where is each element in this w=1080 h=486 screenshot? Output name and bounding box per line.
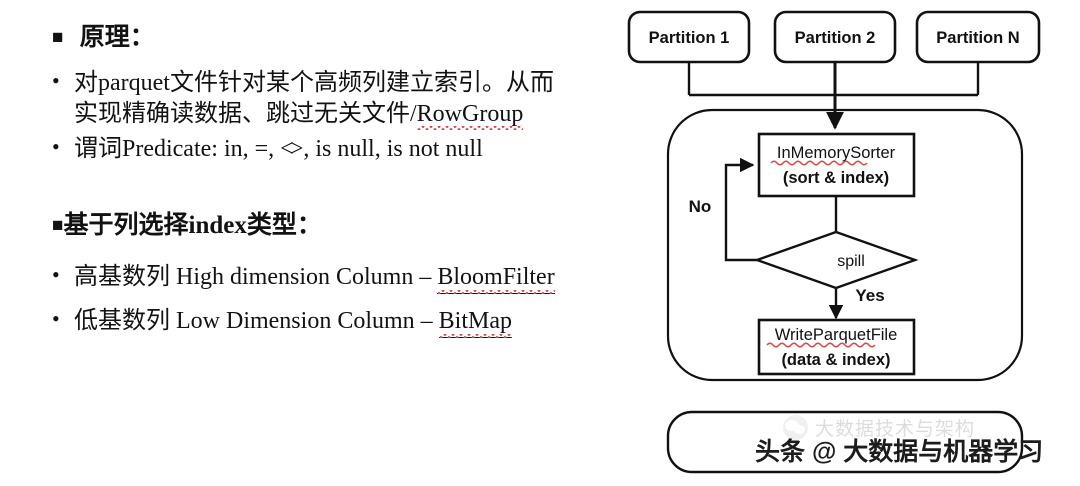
bullet-high-dimension-text: 高基数列 High dimension Column – <box>74 264 438 290</box>
partition-box-n: Partition N <box>915 10 1041 64</box>
inmemorysorter-subtitle: (sort & index) <box>783 169 889 187</box>
partition-box-2: Partition 2 <box>773 10 897 64</box>
flowchart-svg: Partition 1 Partition 2 Partition N <box>627 10 1041 474</box>
bullet-predicate-prefix: 谓词Predicate: in, =, <box>74 136 281 162</box>
no-edge-label: No <box>689 197 712 216</box>
bullet-predicate-suffix: , is null, is not null <box>303 136 483 162</box>
spellcheck-bitmap: BitMap <box>438 306 513 338</box>
bullet-dot-icon: • <box>52 306 60 331</box>
partition-box-n-label: Partition N <box>936 29 1019 47</box>
bullet-high-dimension: • 高基数列 High dimension Column – BloomFilt… <box>52 262 592 294</box>
section-2-heading-a: 基于列选择 <box>63 212 189 239</box>
section-2-heading-b: index <box>188 212 247 239</box>
spellcheck-squiggle-writer <box>766 342 876 348</box>
bottom-container <box>666 410 1024 474</box>
bullet-parquet-index: • 对parquet文件针对某个高频列建立索引。从而 实现精确读数据、跳过无关文… <box>52 68 572 131</box>
not-equal-operator: <> <box>280 136 303 162</box>
bullet-dot-icon: • <box>52 134 60 159</box>
spill-decision-label: spill <box>837 253 865 270</box>
bullet-low-dimension-text: 低基数列 Low Dimension Column – <box>74 308 439 334</box>
bullet-predicate: • 谓词Predicate: in, =, <>, is null, is no… <box>52 134 582 165</box>
inmemorysorter-node: InMemorySorter (sort & index) <box>757 132 916 198</box>
spellcheck-bloomfilter: BloomFilter <box>437 262 556 294</box>
partition-box-2-label: Partition 2 <box>795 29 876 47</box>
section-2-heading-c: 类型： <box>246 212 322 239</box>
spill-decision-node: spill <box>753 230 919 290</box>
bullet-dot-icon: • <box>52 68 60 93</box>
no-loop-edge <box>724 157 757 262</box>
writeparquetfile-subtitle: (data & index) <box>781 351 890 369</box>
executor-container <box>666 108 1024 382</box>
bullet-dot-icon: • <box>52 262 60 287</box>
bullet-parquet-index-line2: 实现精确读数据、跳过无关文件/ <box>74 100 417 127</box>
section-1-heading: ■ 原理： <box>52 24 155 52</box>
square-bullet-icon: ■ <box>52 27 64 48</box>
square-bullet-icon: ■ <box>52 215 64 236</box>
partition-box-1-label: Partition 1 <box>649 29 730 47</box>
bullet-parquet-index-line1: 对parquet文件针对某个高频列建立索引。从而 <box>74 70 554 96</box>
spellcheck-squiggle-sorter <box>770 160 868 166</box>
section-2-heading: ■基于列选择index类型： <box>52 212 322 240</box>
writeparquetfile-title: WriteParquetFile <box>775 326 898 344</box>
partition-box-1: Partition 1 <box>627 10 751 64</box>
text-pane: ■ 原理： • 对parquet文件针对某个高频列建立索引。从而 实现精确读数据… <box>52 24 592 338</box>
section-1-heading-text: 原理： <box>79 24 155 51</box>
bullet-low-dimension: • 低基数列 Low Dimension Column – BitMap <box>52 306 592 338</box>
spellcheck-rowgroup: RowGroup <box>416 99 523 131</box>
writeparquetfile-node: WriteParquetFile (data & index) <box>757 318 916 376</box>
diagram-pane: Partition 1 Partition 2 Partition N <box>612 0 1080 486</box>
yes-edge-label: Yes <box>855 286 884 305</box>
inmemorysorter-title: InMemorySorter <box>777 144 896 162</box>
